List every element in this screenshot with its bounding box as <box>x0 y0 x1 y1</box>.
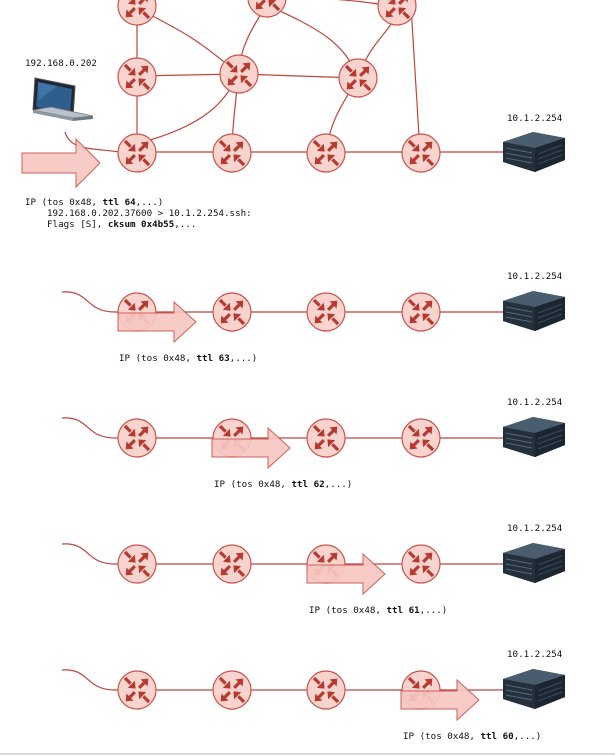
packet-header-line-2: 192.168.0.202.37600 > 10.1.2.254.ssh: <box>47 208 252 219</box>
link <box>61 669 510 691</box>
router-icon <box>212 292 252 332</box>
packet-header: IP (tos 0x48, ttl 63,...) <box>119 353 257 364</box>
server-ip-label: 10.1.2.254 <box>507 113 563 124</box>
router-icon <box>117 670 157 710</box>
packet-header: IP (tos 0x48, ttl 62,...) <box>214 479 352 490</box>
router-icon <box>212 133 252 173</box>
server-ip-label: 10.1.2.254 <box>507 523 563 534</box>
packet-header: IP (tos 0x48, ttl 61,...) <box>309 605 447 616</box>
router-icon <box>306 133 346 173</box>
router-icon <box>401 133 441 173</box>
hop-panel-4: 10.1.2.254 IP (tos 0x48, ttl 60,...) <box>61 649 566 742</box>
router-icon <box>117 418 157 458</box>
packet-arrow-icon <box>21 138 101 188</box>
router-icon <box>117 133 157 173</box>
link <box>61 543 510 565</box>
packet-header-line-3: Flags [S], cksum 0x4b55,... <box>47 219 196 230</box>
server-icon <box>502 416 566 458</box>
server-icon <box>502 131 566 173</box>
router-icon <box>212 544 252 584</box>
hop-panel-2: 10.1.2.254 IP (tos 0x48, ttl 62,...) <box>61 397 566 490</box>
server-icon <box>502 290 566 332</box>
router-icon <box>212 670 252 710</box>
server-icon <box>502 542 566 584</box>
top-topology: 192.168.0.202 10.1.2.254 IP (tos 0x48, t… <box>21 0 566 230</box>
router-icon <box>401 418 441 458</box>
router-icon <box>306 418 346 458</box>
server-ip-label: 10.1.2.254 <box>507 649 563 660</box>
link <box>61 291 510 313</box>
router-icon <box>306 292 346 332</box>
router-icon <box>117 57 157 97</box>
router-icon <box>219 54 259 94</box>
link <box>61 417 510 439</box>
router-icon <box>401 292 441 332</box>
router-icon <box>377 0 417 26</box>
server-icon <box>502 668 566 710</box>
router-icon <box>306 670 346 710</box>
router-icon <box>338 58 378 98</box>
link <box>64 131 121 153</box>
router-icon <box>117 0 157 26</box>
link <box>409 0 421 153</box>
host-ip-label: 192.168.0.202 <box>25 58 97 69</box>
server-ip-label: 10.1.2.254 <box>507 271 563 282</box>
router-icon <box>401 544 441 584</box>
router-icon <box>247 0 287 18</box>
laptop-icon <box>32 77 94 122</box>
router-icon <box>117 544 157 584</box>
hop-panel-1: 10.1.2.254 IP (tos 0x48, ttl 63,...) <box>61 271 566 364</box>
hop-panel-3: 10.1.2.254 IP (tos 0x48, ttl 61,...) <box>61 523 566 616</box>
server-ip-label: 10.1.2.254 <box>507 397 563 408</box>
packet-header-line-1: IP (tos 0x48, ttl 64,...) <box>25 197 163 208</box>
packet-header: IP (tos 0x48, ttl 60,...) <box>403 731 541 742</box>
